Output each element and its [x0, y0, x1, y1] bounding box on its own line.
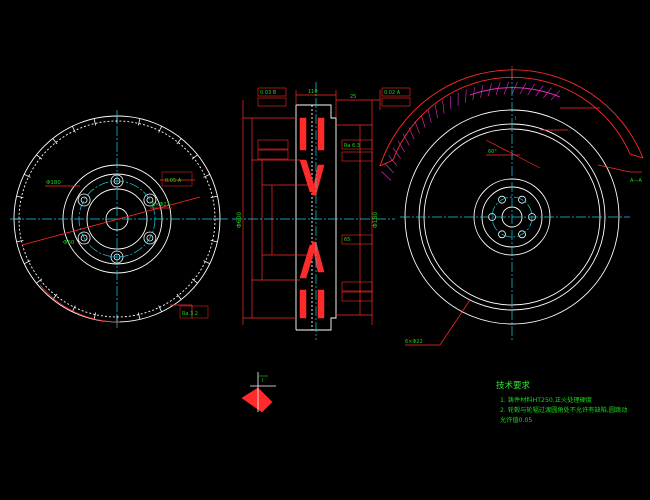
technical-requirements-title: 技术要求 — [496, 381, 531, 391]
right-section-label: A—A — [630, 178, 642, 184]
technical-requirement-item: 2. 轮毂与轮辐过渡圆角处不允许有缺陷,圆跳动 — [500, 407, 628, 414]
detail-view-label: I — [262, 378, 263, 384]
section-offset-dim: 25 — [350, 94, 356, 100]
left-roughness-label: Ra 3.2 — [182, 311, 198, 317]
left-tolerance-label: 0.05 A — [165, 178, 182, 184]
section-tolerance-1: 0.03 B — [260, 90, 277, 96]
section-roughness: Ra 6.3 — [344, 143, 360, 149]
section-rim-dim: 65 — [344, 237, 350, 243]
left-wheel-view: Φ180 Φ60 0.05 A Ra 3.2 6×Φ22 — [10, 110, 228, 330]
right-holes-note: 6×Φ22 — [405, 339, 423, 345]
right-angle-note: 60° — [488, 149, 497, 155]
technical-requirement-item: 1. 铸件材料HT250,正火处理硬度 — [500, 397, 592, 404]
left-hub-dim-label: Φ180 — [46, 180, 61, 186]
right-detail-label: I — [515, 116, 516, 122]
right-wheel-view: 60° A—A I 6×Φ22 — [379, 66, 644, 346]
technical-requirement-item: 允许值0.05 — [500, 417, 533, 424]
section-hub-diameter: Φ180 — [372, 212, 379, 228]
center-section-view: 110 25 0.03 B 0.02 A Ra 6.3 65 Φ600 Φ180 — [232, 82, 411, 340]
left-holes-note: 6×Φ22 — [152, 202, 170, 208]
detail-view: I — [241, 372, 276, 413]
section-width-dim: 110 — [308, 89, 318, 95]
section-main-diameter: Φ600 — [236, 212, 243, 228]
left-bore-dim-label: Φ60 — [63, 240, 75, 246]
section-tolerance-2: 0.02 A — [384, 90, 401, 96]
